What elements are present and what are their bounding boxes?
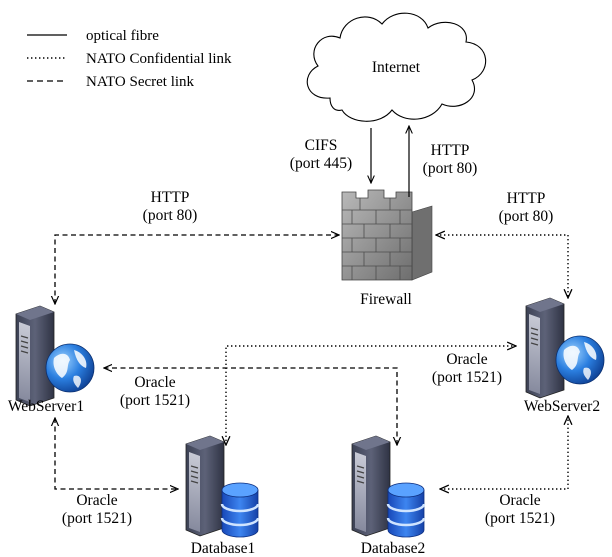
server-database-icon	[351, 435, 426, 538]
link-http-webserver2: HTTP (port 80)	[436, 190, 568, 298]
link-oracle-webserver1-db1-label-2: (port 1521)	[62, 510, 132, 527]
link-oracle-db1-webserver2-label-1: Oracle	[446, 351, 487, 368]
link-oracle-db2-webserver2-label-2: (port 1521)	[485, 510, 555, 527]
server-globe-icon	[525, 297, 605, 399]
legend-label-solid: optical fibre	[86, 28, 159, 44]
link-http-internet-label-1: HTTP	[431, 142, 470, 159]
link-oracle-webserver1-db1-label-1: Oracle	[76, 492, 117, 509]
link-http-webserver1: HTTP (port 80)	[55, 189, 339, 304]
internet-node: Internet	[306, 12, 487, 122]
link-http-internet: HTTP (port 80)	[409, 126, 477, 197]
link-oracle-webserver1-db1: Oracle (port 1521)	[55, 418, 178, 527]
link-http-webserver1-line	[55, 235, 339, 304]
webserver2-label: WebServer2	[524, 398, 600, 415]
legend: optical fibre NATO Confidential link NAT…	[27, 28, 232, 90]
link-http-webserver2-label-2: (port 80)	[499, 208, 554, 225]
link-cifs: CIFS (port 445)	[290, 128, 371, 183]
link-cifs-label-1: CIFS	[305, 137, 338, 154]
brick-wall-icon	[341, 189, 433, 281]
link-http-internet-label-2: (port 80)	[423, 160, 478, 177]
link-http-webserver1-label-1: HTTP	[151, 189, 190, 206]
link-oracle-db1-webserver2-line	[226, 346, 516, 445]
webserver1-node: WebServer1	[8, 305, 95, 415]
legend-label-dotted: NATO Confidential link	[86, 51, 232, 67]
link-oracle-db1-webserver2: Oracle (port 1521)	[226, 346, 516, 445]
firewall-node: Firewall	[341, 189, 433, 308]
link-cifs-label-2: (port 445)	[290, 155, 352, 172]
database2-label: Database2	[361, 540, 426, 557]
cloud-icon	[306, 12, 487, 122]
firewall-label: Firewall	[360, 291, 412, 308]
webserver2-node: WebServer2	[524, 297, 605, 415]
link-oracle-db2-webserver2-label-1: Oracle	[499, 492, 540, 509]
link-oracle-db2-webserver2: Oracle (port 1521)	[440, 416, 568, 527]
link-oracle-db2-webserver1-label-2: (port 1521)	[120, 392, 190, 409]
link-http-webserver1-label-2: (port 80)	[143, 207, 198, 224]
link-http-webserver2-line	[436, 235, 568, 298]
internet-label: Internet	[372, 59, 421, 76]
link-oracle-db1-webserver2-label-2: (port 1521)	[432, 369, 502, 386]
link-oracle-db2-webserver1: Oracle (port 1521)	[104, 368, 397, 445]
link-oracle-db2-webserver2-line	[440, 416, 568, 489]
server-database-icon	[185, 435, 260, 538]
database1-node: Database1	[185, 435, 260, 557]
link-oracle-webserver1-db1-line	[55, 418, 178, 489]
link-oracle-db2-webserver1-label-1: Oracle	[134, 374, 175, 391]
database2-node: Database2	[351, 435, 426, 557]
server-globe-icon	[15, 305, 95, 407]
link-http-webserver2-label-1: HTTP	[507, 190, 546, 207]
legend-label-dashed: NATO Secret link	[86, 74, 195, 90]
webserver1-label: WebServer1	[8, 398, 84, 415]
database1-label: Database1	[191, 540, 256, 557]
